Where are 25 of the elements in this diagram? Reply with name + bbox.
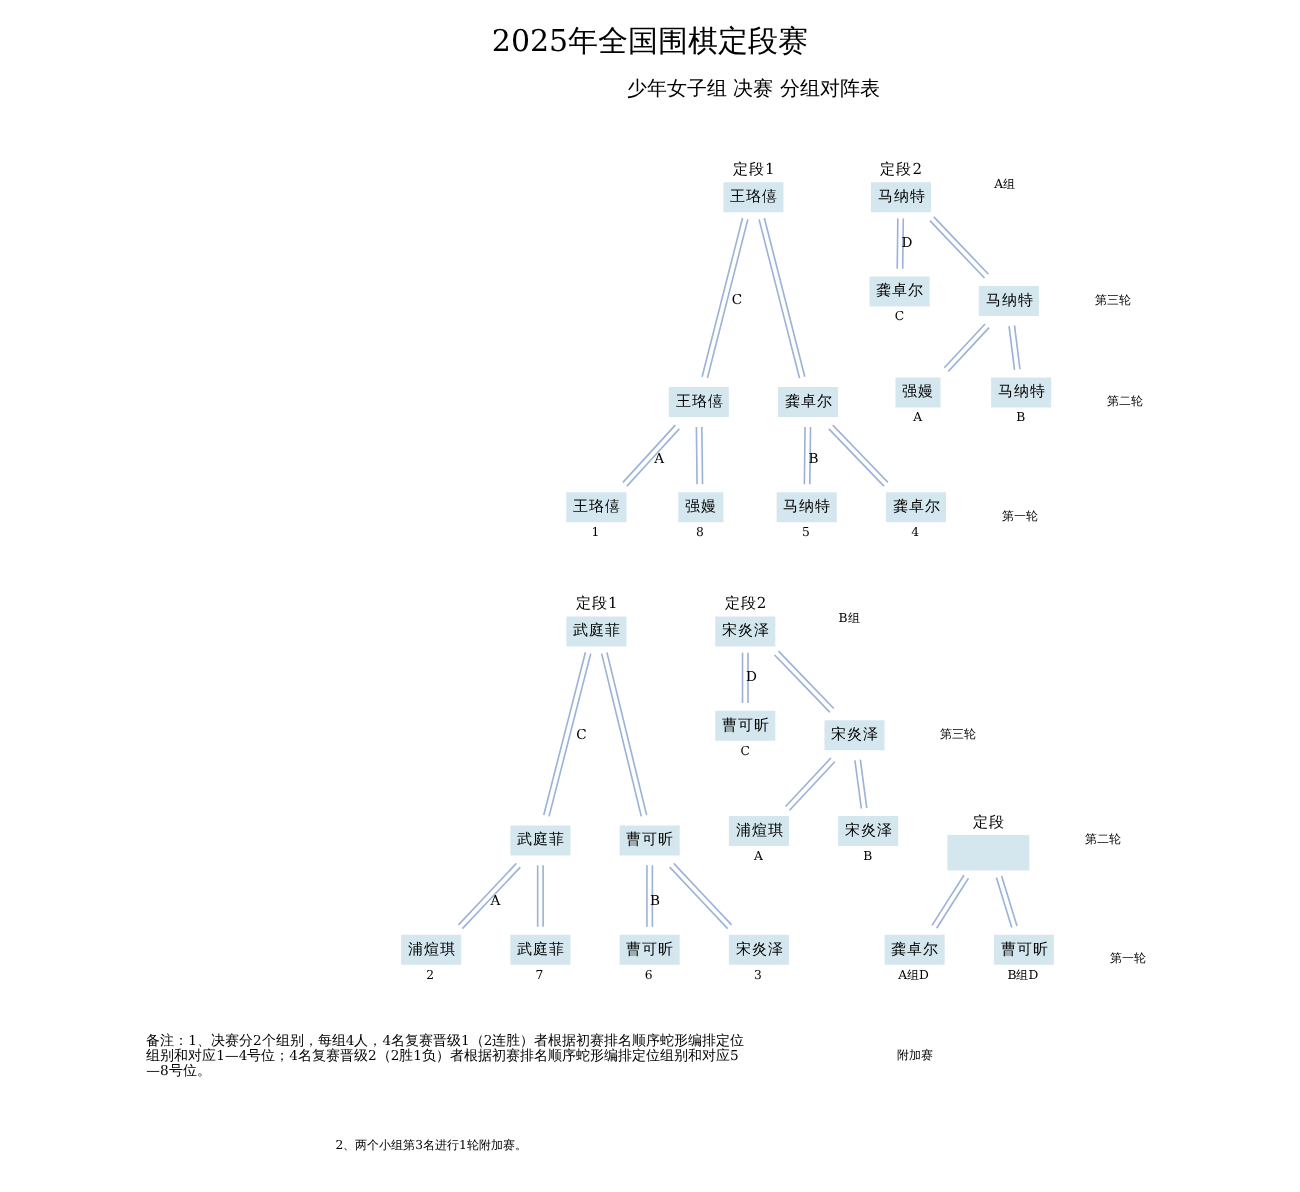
- connector: [758, 217, 806, 379]
- connector: [943, 323, 990, 373]
- connector: [622, 424, 681, 487]
- label: 少年女子组 决赛 分组对阵表: [626, 76, 880, 101]
- connector: [929, 216, 990, 279]
- connector: [784, 757, 836, 812]
- connector: [701, 217, 749, 379]
- connector: [995, 875, 1018, 929]
- connector: [773, 650, 835, 714]
- connector: [931, 874, 970, 930]
- connector: [803, 426, 812, 486]
- node-box: [947, 835, 1030, 871]
- connector: [457, 862, 522, 930]
- connector: [896, 217, 905, 270]
- connector: [854, 758, 868, 810]
- connector: [695, 426, 704, 486]
- connector: [828, 424, 889, 487]
- connector: [600, 651, 648, 818]
- connector: [741, 651, 749, 704]
- connector: [1008, 324, 1021, 371]
- connector: [536, 864, 544, 928]
- diagram-title: 2025年全国围棋定段赛: [491, 23, 809, 60]
- connector: [542, 651, 592, 818]
- connector: [668, 862, 733, 930]
- connector: [646, 864, 654, 928]
